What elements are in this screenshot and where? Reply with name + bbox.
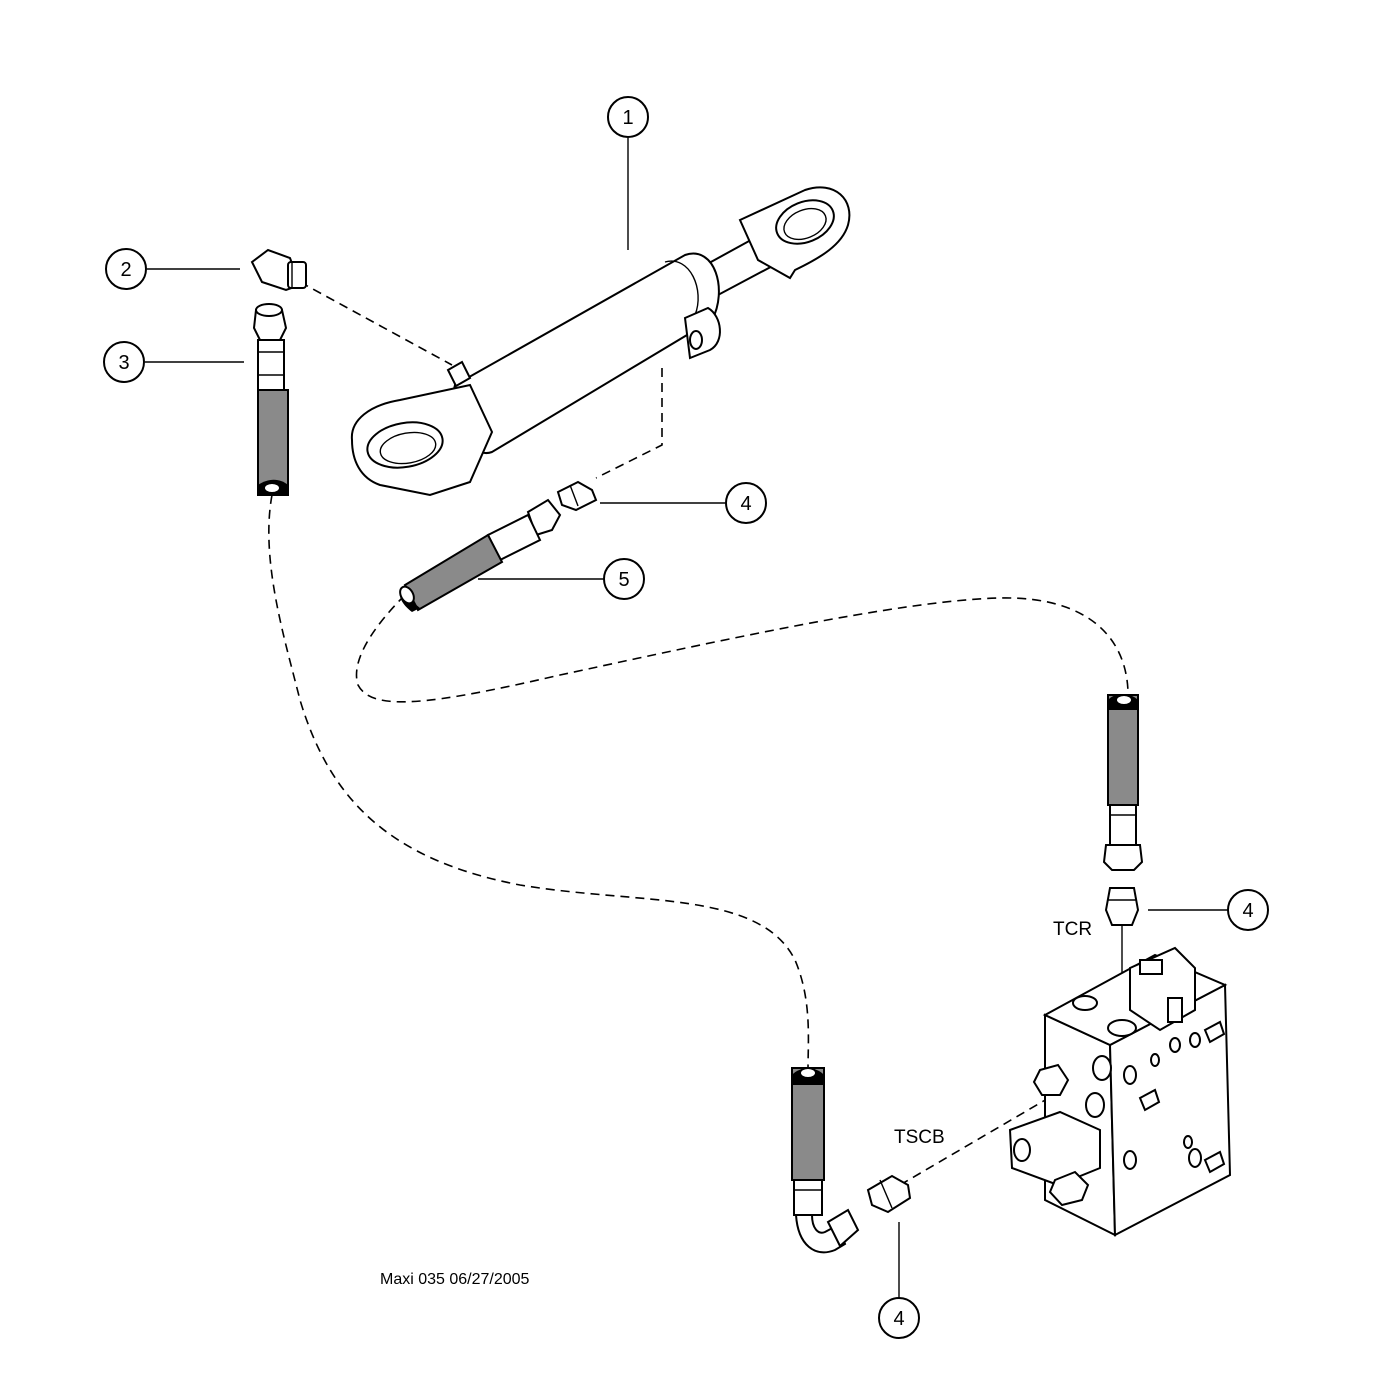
dash-hose5-to-right-hose	[355, 594, 1129, 703]
port-label-tcr: TCR	[1053, 919, 1092, 940]
port-label-tscb: TSCB	[894, 1127, 945, 1148]
rod-eye-hole	[775, 199, 835, 245]
callout-4-top: 4	[725, 482, 767, 524]
adapter-fitting-top	[556, 480, 598, 512]
callout-3: 3	[103, 341, 145, 383]
hose-assembly-middle	[399, 498, 562, 612]
hydraulic-cylinder	[350, 186, 851, 497]
svg-text:4: 4	[893, 1308, 904, 1330]
svg-text:3: 3	[118, 352, 129, 374]
callout-2: 2	[105, 248, 147, 290]
callout-4-tscb: 4	[878, 1297, 920, 1339]
drawing-id: Maxi 035 06/27/2005	[380, 1271, 530, 1288]
dash-hose3-to-bottom-hose	[268, 494, 810, 1071]
hose-assembly-right	[1102, 694, 1144, 871]
svg-text:5: 5	[618, 569, 629, 591]
dash-cylinder-port-to-adapter4	[595, 368, 663, 479]
callout-5: 5	[603, 558, 645, 600]
barrel-port-bracket	[683, 306, 721, 360]
svg-text:1: 1	[622, 107, 633, 129]
valve-block	[1008, 946, 1232, 1237]
dash-fitting2-to-cylinder	[299, 281, 453, 366]
callout-4-tcr: 4	[1227, 889, 1269, 931]
svg-text:4: 4	[1242, 900, 1253, 922]
hose-assembly-left	[252, 303, 289, 496]
adapter-fitting-tscb	[866, 1174, 912, 1214]
svg-text:2: 2	[120, 259, 131, 281]
hose-assembly-bottom	[791, 1067, 860, 1254]
callout-1: 1	[607, 96, 649, 138]
leader-lines	[145, 138, 1228, 1298]
adapter-fitting-tcr	[1104, 887, 1140, 926]
front-solenoid	[1008, 1110, 1101, 1187]
svg-text:4: 4	[740, 493, 751, 515]
cylinder-barrel	[451, 252, 720, 455]
elbow-fitting	[250, 248, 307, 292]
